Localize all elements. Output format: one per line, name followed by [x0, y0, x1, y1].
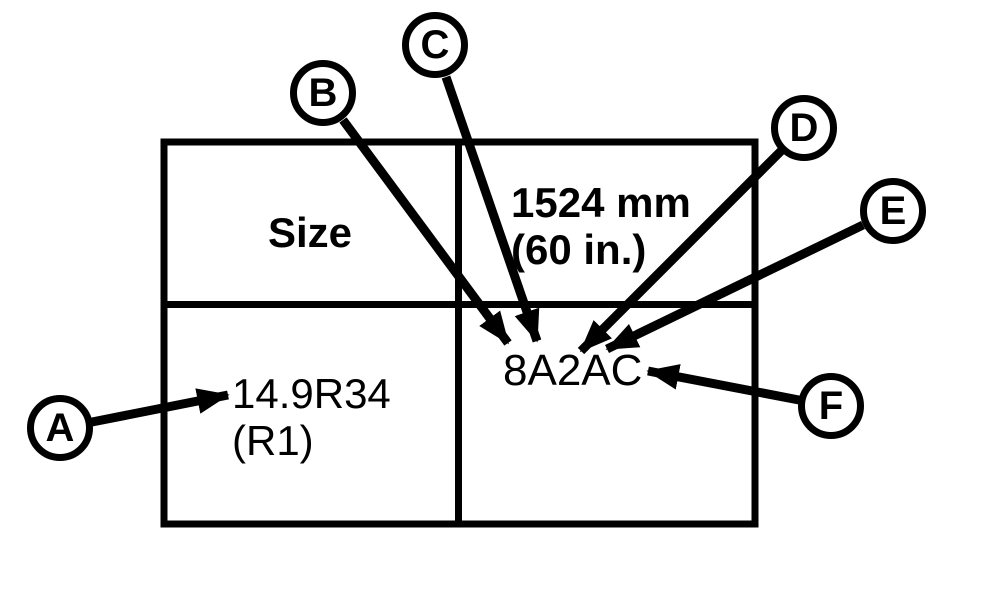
callout-circle-a: A [27, 395, 93, 461]
size-column-header: Size [268, 209, 353, 256]
tire-width-value: 1524 mm (60 in.) [511, 179, 691, 273]
callout-e-arrow [605, 220, 865, 354]
tire-size-designation: 14.9R34 [232, 370, 391, 417]
callout-a-arrow [91, 388, 230, 427]
callout-circle-d: D [771, 95, 837, 161]
callout-circle-b: B [290, 60, 356, 126]
callout-f-arrow [646, 364, 800, 405]
tire-size-value: 14.9R34 (R1) [232, 370, 391, 464]
tire-tread-code: (R1) [232, 417, 314, 464]
callout-circle-c: C [402, 12, 468, 78]
callout-b-arrow [339, 117, 512, 346]
callout-circle-f: F [798, 373, 864, 439]
callout-circle-e: E [860, 178, 926, 244]
callout-d-arrow [577, 147, 785, 355]
tire-width-mm: 1524 mm [511, 179, 691, 226]
callout-c-arrow [441, 75, 542, 343]
tire-width-in: (60 in.) [511, 226, 647, 273]
tire-code-value: 8A2AC [503, 346, 643, 395]
